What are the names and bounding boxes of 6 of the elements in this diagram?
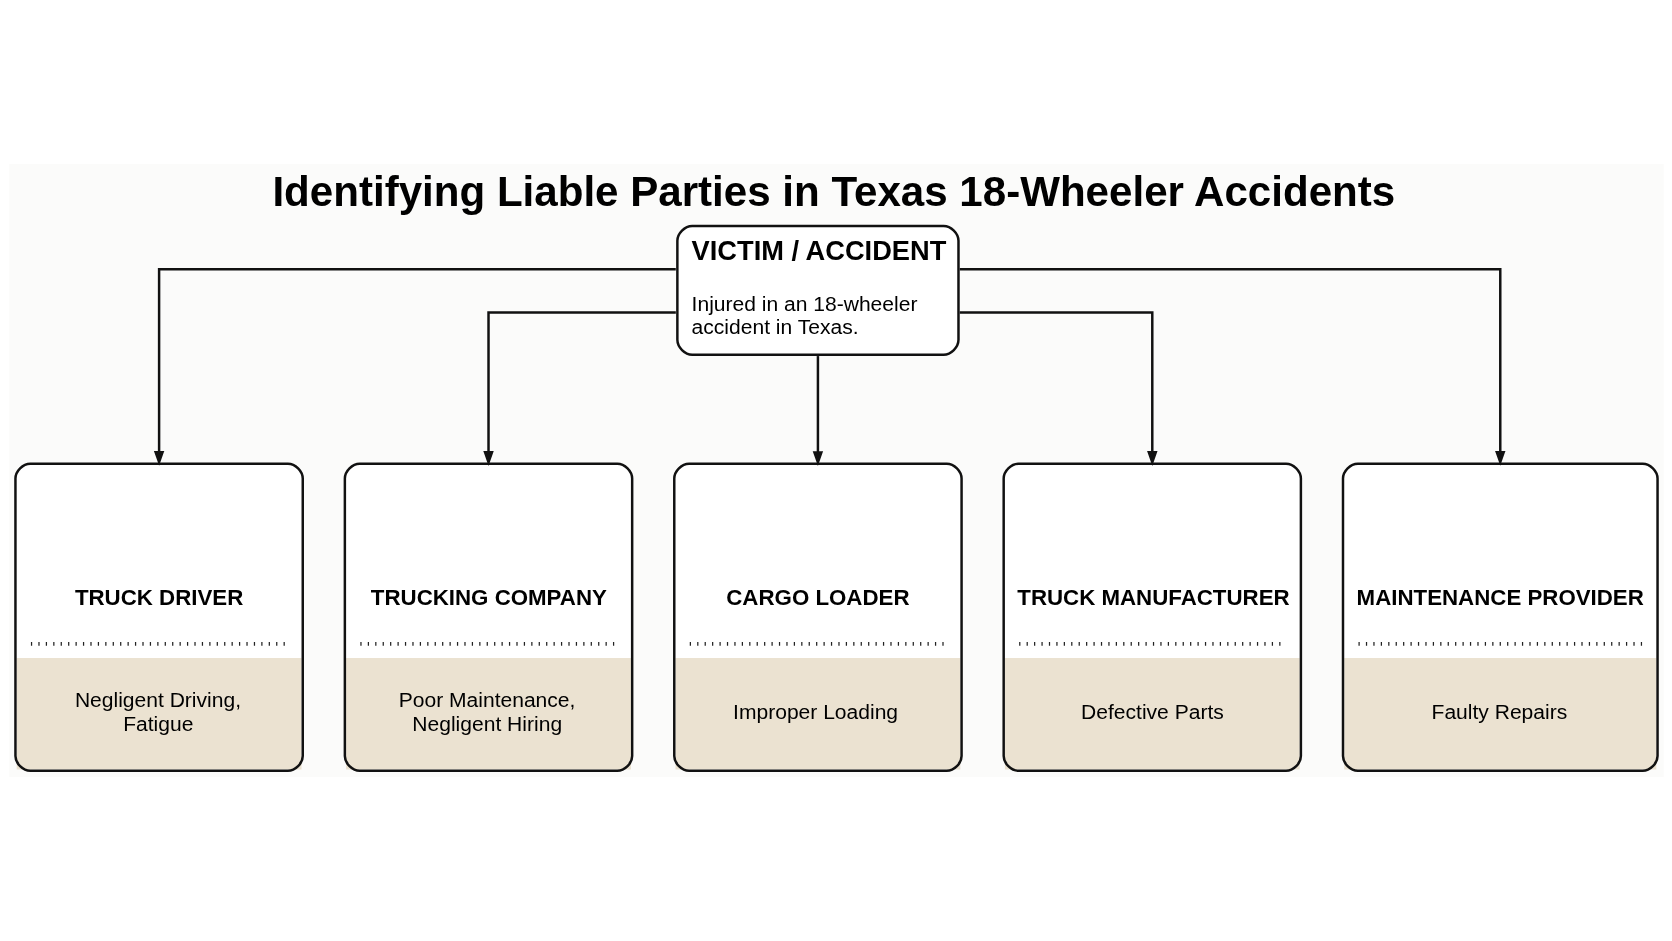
arrow [153,268,676,466]
arrow [959,311,1157,466]
arrow [959,268,1505,466]
arrow [482,311,676,466]
arrow [812,356,823,467]
diagram-title: Identifying Liable Parties in Texas 18-Wheeler Accidents [271,168,1395,216]
